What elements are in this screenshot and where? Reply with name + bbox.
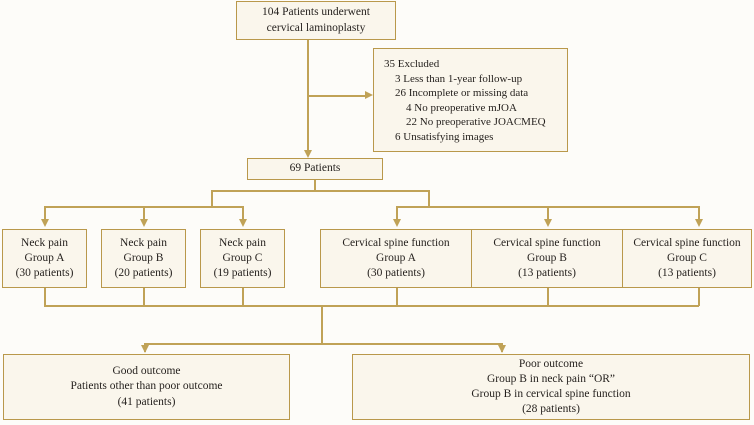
node-neck-pain-a: Neck pain Group A (30 patients) [2,229,87,288]
connector-outcome-split-bar [144,343,502,345]
connector-cervical-c-out [698,288,700,306]
node-neck-pain-b-line-1: Neck pain [120,236,167,249]
connector-merge-stem [321,305,323,344]
arrow-to-excluded [365,90,373,99]
node-cervical-function-a-line-1: Cervical spine function [342,236,450,249]
connector-cervical-cluster-drop [428,190,430,207]
node-excluded-line-6: 6 Unsatisfying images [395,130,494,143]
node-good-outcome: Good outcome Patients other than poor ou… [3,354,290,420]
node-neck-pain-c-line-2: Group C [222,251,263,264]
node-cervical-function-c-line-3: (13 patients) [658,267,716,280]
node-cervical-function-a-line-3: (30 patients) [367,267,425,280]
connector-neck-pain-a-out [44,288,46,306]
node-neck-pain-a-line-2: Group A [24,251,65,264]
node-excluded-line-3: 26 Incomplete or missing data [395,87,529,100]
connector-excluded-branch [307,95,367,97]
node-cervical-function-c-line-1: Cervical spine function [633,236,741,249]
connector-neck-pain-c-out [242,288,244,306]
connector-cervical-b-out [547,288,549,306]
connector-toplevel-split-bar [211,190,429,192]
connector-neckpain-c-drop [242,206,244,220]
connector-neckpain-cluster-drop [211,190,213,207]
node-poor-outcome-line-4: (28 patients) [522,403,580,416]
node-included-line-1: 69 Patients [289,162,341,175]
node-cervical-function-b-line-3: (13 patients) [518,267,576,280]
connector-neckpain-b-drop [143,206,145,220]
node-poor-outcome-line-1: Poor outcome [518,357,584,370]
node-cervical-function-a-line-2: Group A [376,251,416,264]
node-excluded-line-5: 22 No preoperative JOACMEQ [406,116,546,129]
arrow-to-cervical-function-b [543,219,552,227]
node-good-outcome-line-3: (41 patients) [117,395,176,408]
node-included: 69 Patients [247,158,383,180]
connector-cervical-c-drop [698,206,700,220]
node-neck-pain-c-line-3: (19 patients) [213,267,272,280]
node-good-outcome-line-1: Good outcome [112,365,181,378]
node-neck-pain-b-line-3: (20 patients) [114,267,173,280]
node-neck-pain-c-line-1: Neck pain [219,236,266,249]
arrow-to-cervical-function-c [694,219,703,227]
connector-neck-pain-b-out [143,288,145,306]
connector-included-stem [314,180,316,191]
node-excluded-line-1: 35 Excluded [384,58,440,70]
node-neck-pain-b: Neck pain Group B (20 patients) [101,229,186,288]
connector-cervical-b-drop [547,206,549,220]
arrow-enrolled-to-included [303,150,312,158]
arrow-to-neck-pain-c [238,219,247,227]
node-enrolled-line-2: cervical laminoplasty [266,21,366,34]
connector-cervical-a-drop [396,206,398,220]
node-cervical-function-b-line-1: Cervical spine function [493,236,601,249]
arrow-to-neck-pain-a [40,219,49,227]
connector-merge-bus [44,305,699,307]
node-neck-pain-c: Neck pain Group C (19 patients) [200,229,285,288]
node-good-outcome-line-2: Patients other than poor outcome [70,380,223,393]
node-neck-pain-a-line-3: (30 patients) [15,267,74,280]
node-poor-outcome-line-3: Group B in cervical spine function [471,388,631,400]
arrow-to-cervical-function-a [392,219,401,227]
node-neck-pain-b-line-2: Group B [123,251,164,264]
node-enrolled-line-1: 104 Patients underwent [262,6,370,19]
node-enrolled: 104 Patients underwent cervical laminopl… [236,1,396,40]
node-excluded: 35 Excluded 3 Less than 1-year follow-up… [373,48,568,152]
node-cervical-function-b-line-2: Group B [527,251,567,264]
node-poor-outcome-line-2: Group B in neck pain “OR” [486,372,616,385]
node-poor-outcome: Poor outcome Group B in neck pain “OR” G… [352,354,750,420]
node-cervical-function-b: Cervical spine function Group B (13 pati… [471,229,623,288]
connector-neckpain-a-drop [44,206,46,220]
arrow-to-good-outcome [140,345,149,353]
node-neck-pain-a-line-1: Neck pain [21,236,68,249]
connector-cervical-a-out [396,288,398,306]
node-excluded-line-2: 3 Less than 1-year follow-up [395,72,523,85]
node-cervical-function-c: Cervical spine function Group C (13 pati… [622,229,752,288]
node-cervical-function-c-line-2: Group C [667,251,707,264]
node-excluded-line-4: 4 No preoperative mJOA [406,101,517,114]
arrow-to-poor-outcome [497,345,506,353]
arrow-to-neck-pain-b [139,219,148,227]
node-cervical-function-a: Cervical spine function Group A (30 pati… [320,229,472,288]
